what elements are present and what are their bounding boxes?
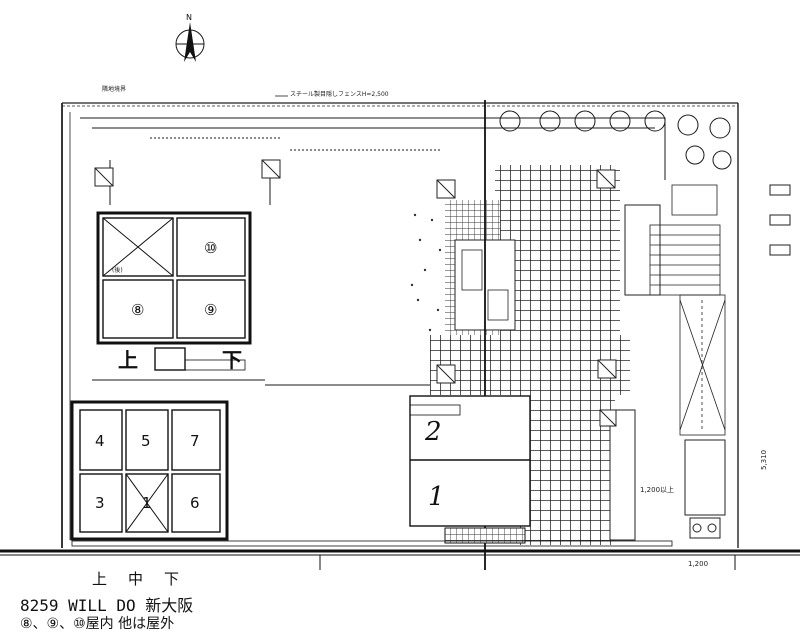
parking-slot-label: 1 [142,494,152,512]
fence-label: スチール製目隠しフェンスH=2,500 [290,90,389,98]
parking-space-label: 2 [424,417,442,447]
parking-slot-label: 3 [95,494,105,512]
trees [499,110,732,170]
level-mark-up: 上 [118,348,138,372]
parking-slot-label: 5 [141,432,151,450]
sign-box [154,347,186,371]
dimension-label: 1,200 [688,560,708,568]
parking-slot-label: 7 [190,432,200,450]
property-title: 8259 WILL DO 新大阪 [20,596,194,615]
parking-slot-label: ⑩ [204,239,217,257]
parking-unit-upper: (後) ⑩ ⑧ ⑨ [96,211,252,345]
north-arrow-icon: N [175,13,205,62]
planting-dots [410,213,442,332]
north-label: N [186,13,192,22]
dimension-label: 5,310 [760,450,768,470]
site-boundary [0,103,800,556]
parking-slot-label: ⑧ [131,301,144,319]
parking-slot-label: 4 [95,432,105,450]
frontage [71,527,673,547]
parking-space-label: 1 [428,482,445,512]
parking-unit-lower: 4 5 7 3 1 6 [70,400,229,541]
info-strip [184,359,246,371]
boundary-fence: スチール製目隠しフェンスH=2,500 隣地境界 [62,85,738,107]
dimension-label: 1,200以上 [640,485,674,494]
stairs [649,184,726,436]
corner-note: 隣地境界 [102,85,126,93]
flat-parking: 2 1 [409,395,531,527]
level-caption: 上 中 下 [92,570,186,588]
parking-slot-label: 6 [190,494,200,512]
site-plan-drawing: N スチール製目隠しフェンスH=2,500 隣地境界 [0,13,800,570]
column-markers [94,159,617,427]
indoor-outdoor-note: ⑧、⑨、⑩屋内 他は屋外 [20,616,175,632]
utility-box [684,184,791,539]
parking-slot-label: ⑨ [204,301,217,319]
unit-note: (後) [112,266,123,274]
